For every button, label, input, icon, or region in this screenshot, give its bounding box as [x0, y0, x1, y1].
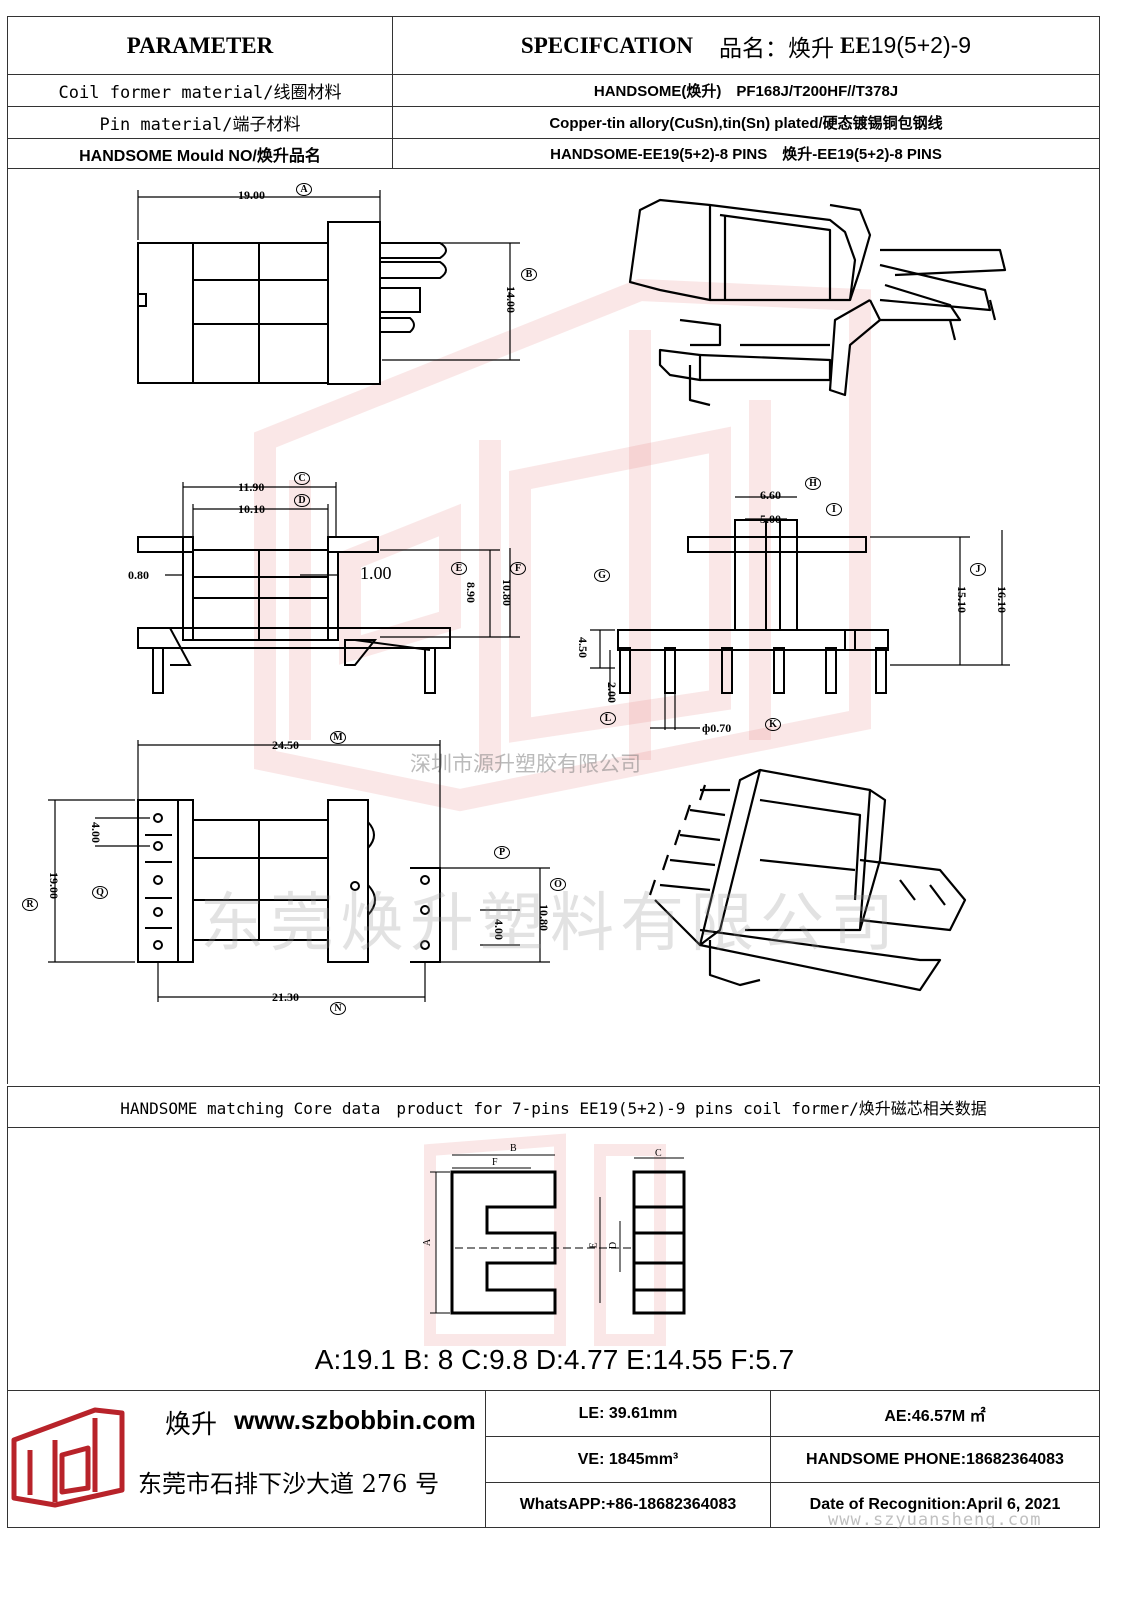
watermark-url: www.szyuansheng.com: [828, 1510, 1042, 1530]
row-mould-value-cell: HANDSOME-EE19(5+2)-8 PINS 焕升-EE19(5+2)-8…: [392, 138, 1100, 169]
marker-N: N: [330, 1002, 346, 1015]
footer-phone-cell: HANDSOME PHONE:18682364083: [770, 1436, 1100, 1483]
pin-material-value: Copper-tin allory(CuSn),tin(Sn) plated/硬…: [549, 115, 943, 132]
dim-M: 24.50: [272, 738, 299, 752]
core-title-bar: HANDSOME matching Core data product for …: [7, 1086, 1100, 1128]
footer-le-cell: LE: 39.61mm: [485, 1390, 771, 1437]
core-title: HANDSOME matching Core data product for …: [120, 1099, 987, 1118]
dim-L2: 1.00: [360, 563, 392, 583]
marker-E: E: [451, 562, 467, 575]
footer-ve: VE: 1845mm³: [577, 1450, 679, 1468]
footer-whatsapp: WhatsAPP:+86-18682364083: [519, 1496, 737, 1513]
footer-ae-cell: AE:46.57M ㎡: [770, 1390, 1100, 1437]
mould-no-label: HANDSOME Mould NO/焕升品名: [79, 147, 321, 165]
dim-K: ф0.70: [702, 721, 732, 735]
dim-L1: 0.80: [128, 568, 149, 582]
marker-G: G: [594, 569, 610, 582]
product-model-bold: EE: [840, 32, 871, 58]
drawing-area-frame: [7, 168, 1100, 1084]
footer-whatsapp-cell: WhatsAPP:+86-18682364083: [485, 1482, 771, 1528]
marker-Q: Q: [92, 886, 108, 899]
marker-B: B: [521, 268, 537, 281]
footer-le: LE: 39.61mm: [578, 1404, 678, 1422]
mould-no-value: HANDSOME-EE19(5+2)-8 PINS 焕升-EE19(5+2)-8…: [550, 146, 942, 163]
dim-C: 11.90: [238, 480, 265, 494]
dim-N: 21.30: [272, 990, 299, 1004]
marker-A: A: [296, 183, 312, 196]
marker-J: J: [970, 563, 986, 576]
watermark-company-small: 深圳市源升塑胶有限公司: [410, 752, 641, 776]
marker-O: O: [550, 878, 566, 891]
marker-P: P: [494, 846, 510, 859]
specification-label: SPECIFCATION: [520, 32, 694, 58]
footer-brand: 焕升: [165, 1410, 218, 1440]
footer-website[interactable]: www.szbobbin.com: [234, 1405, 476, 1435]
pin-material-label: Pin material/端子材料: [99, 115, 301, 135]
product-model-rest: 19(5+2)-9: [870, 32, 972, 58]
core-label-B: B: [510, 1143, 517, 1154]
core-label-C: C: [655, 1148, 662, 1159]
core-area-frame: [7, 1128, 1100, 1390]
marker-L: L: [600, 712, 616, 725]
footer-ve-cell: VE: 1845mm³: [485, 1436, 771, 1483]
dim-A: 19.00: [238, 188, 265, 202]
footer-phone: HANDSOME PHONE:18682364083: [806, 1450, 1064, 1468]
footer-date-cell: Date of Recognition:April 6, 2021: [770, 1482, 1100, 1528]
watermark-company-large: 东莞焕升塑料有限公司: [200, 887, 900, 961]
coil-material-label: Coil former material/线圈材料: [58, 83, 342, 103]
marker-I: I: [826, 503, 842, 516]
marker-F: F: [510, 562, 526, 575]
footer-address: 东莞市石排下沙大道 276 号: [138, 1470, 440, 1498]
coil-material-value: HANDSOME(焕升) PF168J/T200HF//T378J: [593, 83, 899, 100]
dim-H: 6.60: [760, 488, 781, 502]
marker-K: K: [765, 718, 781, 731]
product-name-prefix: 品名：焕升: [719, 35, 835, 62]
core-label-F: F: [492, 1157, 498, 1168]
dim-I: 5.00: [760, 512, 781, 526]
marker-D: D: [294, 494, 310, 507]
core-values-line: A:19.1 B: 8 C:9.8 D:4.77 E:14.55 F:5.7: [314, 1344, 795, 1375]
parameter-label: PARAMETER: [126, 32, 274, 58]
marker-M: M: [330, 731, 346, 744]
footer-ae: AE:46.57M ㎡: [884, 1407, 986, 1425]
footer-date: Date of Recognition:April 6, 2021: [809, 1496, 1061, 1513]
marker-C: C: [294, 472, 310, 485]
marker-H: H: [805, 477, 821, 490]
marker-R: R: [22, 898, 38, 911]
dim-D: 10.10: [238, 502, 265, 516]
